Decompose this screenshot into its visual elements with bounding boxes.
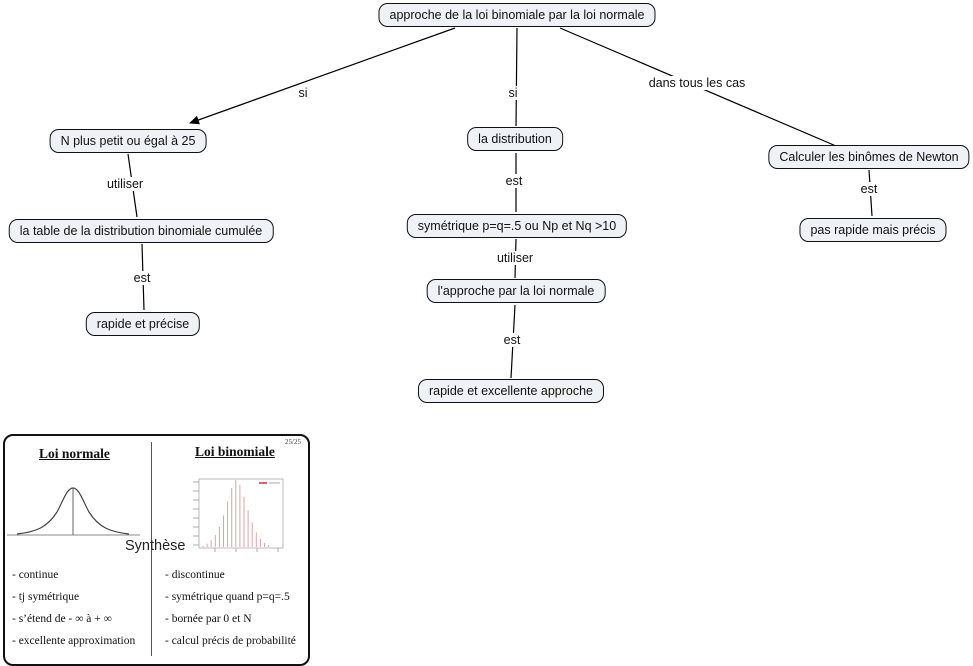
synthese-image-node[interactable]: 25/25 Loi normale Loi binomiale <box>3 434 310 666</box>
list-item: - s’étend de - ∞ à + ∞ <box>12 613 112 625</box>
edge-label-dans-tous-les-cas[interactable]: dans tous les cas <box>645 76 749 90</box>
binomial-stems <box>202 480 270 547</box>
loi-normale-feature-list: - continue - tj symétrique - s’étend de … <box>12 564 135 652</box>
list-item: - symétrique quand p=q=.5 <box>165 591 290 603</box>
loi-normale-title: Loi normale <box>39 446 110 461</box>
edge-label-utiliser-left[interactable]: utiliser <box>103 177 147 191</box>
synthese-node-label[interactable]: Synthèse <box>125 538 186 554</box>
edge-label-est-middle-2[interactable]: est <box>500 333 524 347</box>
chart-frame <box>198 478 284 549</box>
node-newton[interactable]: Calculer les binômes de Newton <box>768 145 970 169</box>
normal-curve-figure <box>7 487 140 536</box>
edge-label-utiliser-middle[interactable]: utiliser <box>493 251 537 265</box>
node-rapide-excellente[interactable]: rapide et excellente approche <box>417 379 605 403</box>
node-n-petit-25[interactable]: N plus petit ou égal à 25 <box>49 129 207 153</box>
node-rapide-precise[interactable]: rapide et précise <box>85 312 201 336</box>
edge-label-si-middle[interactable]: si <box>505 86 521 100</box>
loi-binomiale-feature-list: - discontinue - symétrique quand p=q=.5 … <box>165 564 296 652</box>
connector-root-to-distribution <box>515 27 518 127</box>
list-item: - excellente approximation <box>12 635 136 647</box>
node-symetrique[interactable]: symétrique p=q=.5 ou Np et Nq >10 <box>406 214 628 238</box>
edge-label-est-left[interactable]: est <box>130 271 154 285</box>
node-distribution[interactable]: la distribution <box>467 127 563 151</box>
node-pas-rapide[interactable]: pas rapide mais précis <box>799 218 947 242</box>
node-approche-normale[interactable]: l'approche par la loi normale <box>426 279 606 303</box>
connector-root-to-n25 <box>189 27 456 125</box>
node-table-binomiale[interactable]: la table de la distribution binomiale cu… <box>8 219 274 243</box>
y-axis-ticks <box>193 481 199 546</box>
list-item: - discontinue <box>165 569 225 581</box>
edge-label-est-right[interactable]: est <box>857 182 881 196</box>
page-indicator: 25/25 <box>285 438 301 446</box>
list-item: - tj symétrique <box>12 591 80 603</box>
list-item: - calcul précis de probabilité <box>165 635 296 647</box>
x-axis-ticks <box>214 548 279 552</box>
edge-label-est-middle-1[interactable]: est <box>502 174 526 188</box>
edge-label-si-left[interactable]: si <box>295 86 311 100</box>
list-item: - continue <box>12 569 59 581</box>
binomial-chart-figure <box>193 478 284 552</box>
loi-binomiale-title: Loi binomiale <box>195 444 275 459</box>
node-root[interactable]: approche de la loi binomiale par la loi … <box>378 3 656 27</box>
column-divider <box>151 442 152 656</box>
list-item: - bornée par 0 et N <box>165 613 252 625</box>
